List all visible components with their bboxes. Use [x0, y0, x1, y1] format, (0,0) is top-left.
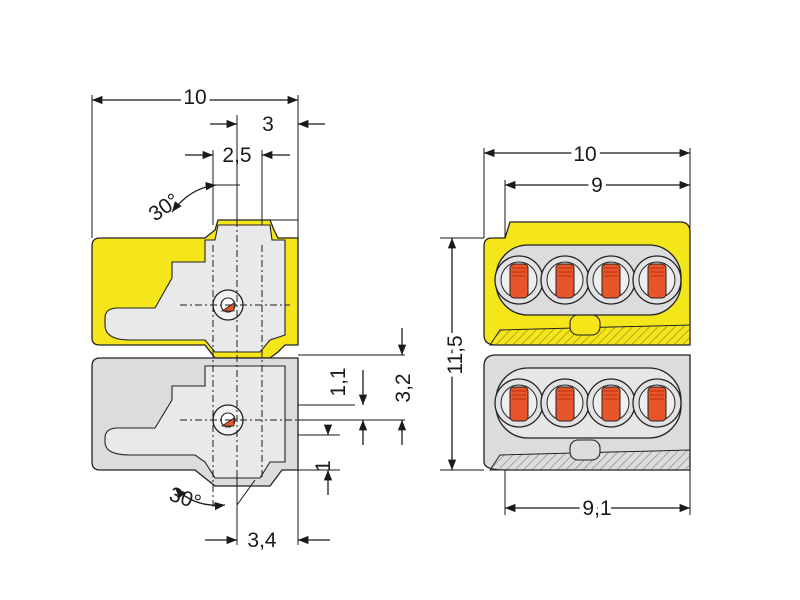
gray-lever-3: [601, 386, 621, 422]
gray-lever-1: [509, 386, 529, 422]
yellow-lever-1: [509, 263, 529, 299]
gray-inner-cutout: [104, 365, 286, 479]
dim-right-inner: 9: [591, 174, 603, 197]
front-view: 10 9 11,5 9,1: [440, 139, 691, 524]
yellow-lever-3: [601, 263, 621, 299]
dim-left-offset: 3: [262, 113, 274, 136]
dim-right-height: 11,5: [444, 335, 467, 374]
yellow-lever-4: [647, 263, 667, 299]
dim-step-mid: 3,2: [392, 373, 415, 402]
angle-bottom: 30°: [166, 483, 203, 515]
yellow-inner-cutout: [104, 224, 286, 353]
side-view: 10 3 2,5 30° 30° 1,1 3,2 1: [91, 82, 415, 552]
gray-lever-4: [647, 386, 667, 422]
dim-left-width: 10: [183, 86, 206, 109]
yellow-clip: [569, 314, 601, 336]
dim-left-pitch: 2,5: [222, 144, 251, 167]
dim-right-bottom: 9,1: [582, 497, 611, 520]
dim-right-width: 10: [573, 143, 596, 166]
dim-step-small: 1,1: [327, 367, 350, 396]
yellow-lever-2: [555, 263, 575, 299]
gray-lever-2: [555, 386, 575, 422]
angle-top: 30°: [145, 189, 184, 226]
dim-step-one: 1: [312, 460, 335, 472]
gray-clip: [569, 439, 601, 461]
dim-bottom-width: 3,4: [247, 529, 277, 552]
